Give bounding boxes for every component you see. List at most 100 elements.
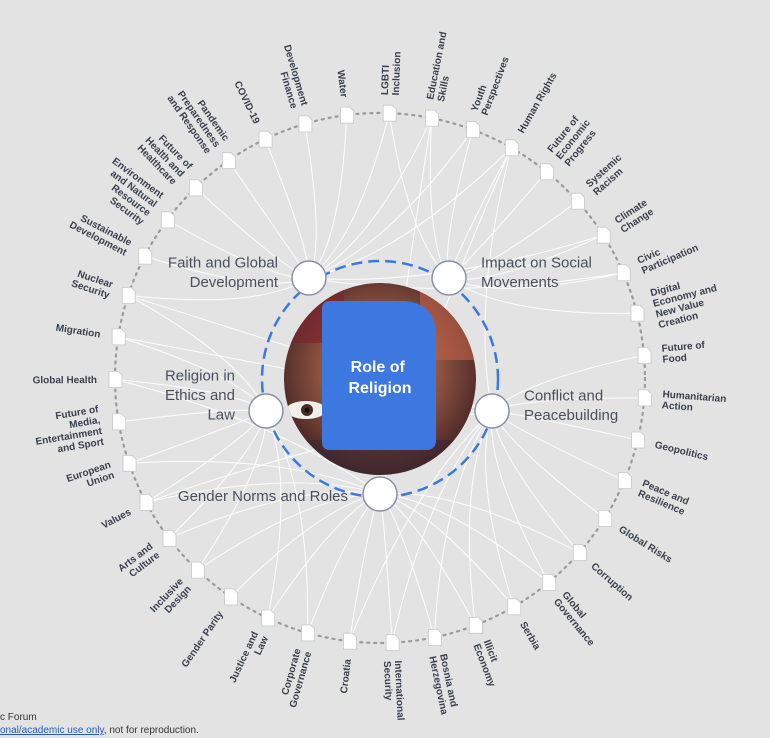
document-icon[interactable]: [122, 454, 137, 472]
outer-topic-covid[interactable]: COVID-19: [231, 79, 273, 148]
document-icon[interactable]: [427, 629, 442, 646]
outer-topic-arts[interactable]: Arts andCulture: [116, 529, 177, 583]
outer-topic-peace[interactable]: Peace andResilience: [617, 472, 690, 518]
connection-line: [168, 491, 381, 539]
document-icon[interactable]: [637, 389, 652, 407]
connection-line: [145, 482, 381, 503]
outer-topic-bosnia[interactable]: Bosnia andHerzegovina: [426, 629, 460, 716]
outer-topic-inclusive-design[interactable]: InclusiveDesign: [148, 561, 205, 622]
document-icon[interactable]: [425, 109, 440, 127]
outer-topic-label: Arts andCulture: [116, 541, 162, 583]
document-icon[interactable]: [598, 510, 613, 527]
document-icon[interactable]: [108, 370, 123, 388]
inner-topic-node[interactable]: [431, 260, 467, 296]
center-card[interactable]: [322, 301, 436, 450]
outer-topic-gender-parity[interactable]: Gender Parity: [180, 588, 239, 670]
document-icon[interactable]: [258, 130, 273, 148]
document-icon[interactable]: [572, 544, 587, 562]
outer-topic-migration[interactable]: Migration: [55, 323, 126, 346]
outer-topic-illicit[interactable]: IllicitEconomy: [468, 616, 507, 689]
outer-topic-nuclear[interactable]: NuclearSecurity: [70, 268, 136, 304]
outer-topic-youth[interactable]: YouthPerspectives: [466, 51, 512, 139]
document-icon[interactable]: [111, 328, 126, 346]
outer-topic-civic[interactable]: CivicParticipation: [616, 232, 700, 282]
outer-topic-intl-security[interactable]: InternationalSecurity: [381, 634, 406, 722]
document-icon[interactable]: [631, 431, 645, 449]
document-icon[interactable]: [385, 634, 400, 652]
document-icon[interactable]: [112, 413, 127, 431]
outer-topic-croatia[interactable]: Croatia: [339, 632, 357, 694]
document-icon[interactable]: [301, 624, 316, 642]
document-icon[interactable]: [637, 346, 652, 364]
outer-topic-food[interactable]: Future ofFood: [637, 340, 707, 366]
inner-topic-gender[interactable]: Gender Norms and Roles: [178, 476, 398, 512]
usage-link[interactable]: onal/academic use only: [0, 725, 104, 736]
outer-topic-digital[interactable]: DigitalEconomy andNew ValueCreation: [630, 272, 724, 331]
document-icon[interactable]: [542, 574, 557, 591]
outer-topic-label: Bosnia andHerzegovina: [426, 653, 460, 716]
outer-topic-eu[interactable]: EuropeanUnion: [65, 454, 137, 495]
outer-topic-serbia[interactable]: Serbia: [507, 598, 543, 653]
outer-topic-global-gov[interactable]: GlobalGovernance: [542, 574, 605, 649]
outer-topic-systemic-racism[interactable]: SystemicRacism: [571, 152, 631, 210]
outer-topic-lgbti[interactable]: LGBTIInclusion: [380, 51, 404, 122]
outer-topic-media[interactable]: Future ofMedia,Entertainmentand Sport: [31, 404, 127, 459]
document-icon[interactable]: [138, 247, 153, 265]
outer-topic-label: Migration: [55, 323, 101, 341]
document-icon[interactable]: [162, 529, 177, 547]
outer-topic-global-risks[interactable]: Global Risks: [598, 510, 675, 566]
outer-topic-justice[interactable]: Justice andLaw: [228, 609, 276, 689]
outer-topic-dev-finance[interactable]: DevelopmentFinance: [270, 44, 313, 133]
document-icon[interactable]: [160, 211, 175, 229]
document-icon[interactable]: [139, 493, 154, 511]
document-icon[interactable]: [191, 561, 205, 579]
outer-topic-label: DigitalEconomy andNew ValueCreation: [649, 272, 723, 331]
document-icon[interactable]: [617, 472, 632, 490]
document-icon[interactable]: [343, 632, 357, 650]
connection-line: [433, 410, 493, 638]
document-icon[interactable]: [616, 264, 631, 282]
outer-topic-water[interactable]: Water: [335, 70, 355, 124]
outer-topic-climate[interactable]: ClimateChange: [596, 197, 656, 244]
document-icon[interactable]: [596, 226, 611, 244]
outer-topic-geopolitics[interactable]: Geopolitics: [631, 431, 710, 463]
outer-topic-values[interactable]: Values: [100, 493, 154, 532]
outer-topic-future-econ[interactable]: Future ofEconomicProgress: [540, 111, 602, 181]
connection-line: [308, 147, 512, 279]
document-icon[interactable]: [261, 609, 276, 627]
document-icon[interactable]: [504, 139, 519, 157]
connection-line: [491, 410, 606, 519]
document-icon[interactable]: [221, 152, 236, 170]
document-icon[interactable]: [340, 106, 355, 124]
document-icon[interactable]: [540, 163, 554, 181]
document-icon[interactable]: [571, 192, 585, 210]
document-icon[interactable]: [630, 304, 645, 322]
outer-topic-education[interactable]: Education andSkills: [425, 31, 460, 127]
document-icon[interactable]: [121, 286, 136, 304]
outer-topic-global-health[interactable]: Global Health: [33, 370, 123, 388]
document-icon[interactable]: [188, 179, 203, 197]
outer-topic-label: Global Risks: [617, 524, 675, 566]
document-icon[interactable]: [507, 598, 522, 616]
document-icon[interactable]: [224, 588, 239, 606]
outer-topic-label: NuclearSecurity: [70, 268, 115, 301]
inner-topic-node[interactable]: [362, 476, 398, 512]
inner-topic-node[interactable]: [248, 393, 284, 429]
outer-topic-humanitarian[interactable]: HumanitarianAction: [637, 389, 727, 416]
document-icon[interactable]: [468, 616, 483, 634]
connection-line: [308, 117, 433, 279]
document-icon[interactable]: [382, 104, 397, 122]
document-icon[interactable]: [298, 115, 313, 133]
document-icon[interactable]: [466, 121, 481, 139]
outer-topic-corp-gov[interactable]: CorporateGovernance: [277, 624, 316, 709]
outer-topic-label: Serbia: [517, 620, 542, 652]
outer-topic-corruption[interactable]: Corruption: [572, 544, 635, 604]
inner-topic-node[interactable]: [474, 393, 510, 429]
inner-topic-node[interactable]: [291, 260, 327, 296]
